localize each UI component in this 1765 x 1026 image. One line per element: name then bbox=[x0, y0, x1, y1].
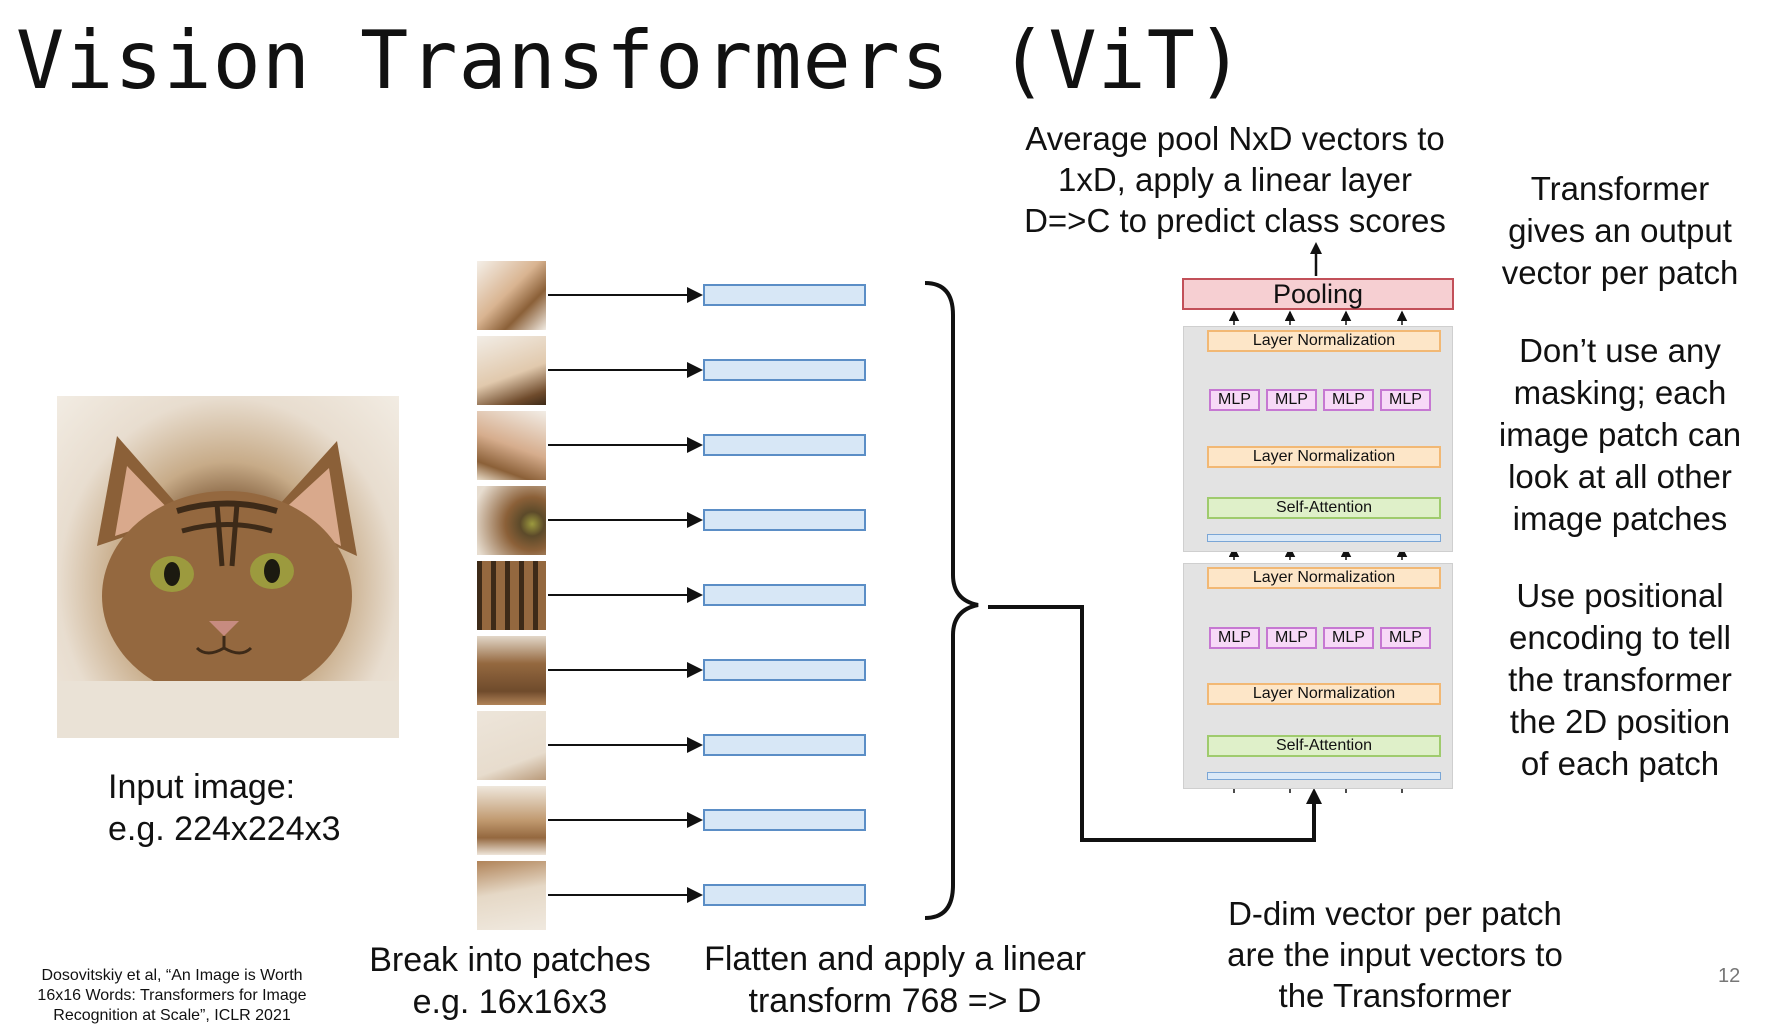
patches-caption-line2: e.g. 16x16x3 bbox=[412, 983, 608, 1021]
layer-norm-box: Layer Normalization bbox=[1207, 330, 1441, 352]
dvec-caption: D-dim vector per patch are the input vec… bbox=[1180, 893, 1610, 1016]
input-caption-line1: Input image: bbox=[108, 768, 296, 806]
note-output-vector: Transformer gives an output vector per p… bbox=[1480, 168, 1760, 294]
mlp-box: MLP bbox=[1266, 389, 1317, 411]
citation-line3: Recognition at Scale”, ICLR 2021 bbox=[53, 1007, 291, 1024]
patches-caption: Break into patches e.g. 16x16x3 bbox=[360, 939, 660, 1023]
patch-4 bbox=[477, 486, 546, 555]
pool-caption-line1: Average pool NxD vectors to bbox=[1025, 120, 1445, 157]
note2-line4: look at all other bbox=[1508, 458, 1732, 495]
flatten-caption: Flatten and apply a linear transform 768… bbox=[690, 938, 1100, 1022]
patches-caption-line1: Break into patches bbox=[369, 941, 651, 979]
flatten-caption-line1: Flatten and apply a linear bbox=[704, 940, 1086, 978]
mlp-box: MLP bbox=[1323, 389, 1374, 411]
patch-9 bbox=[477, 861, 546, 930]
input-caption-line2: e.g. 224x224x3 bbox=[108, 810, 341, 848]
mlp-box: MLP bbox=[1209, 627, 1260, 649]
pooling-box: Pooling bbox=[1182, 278, 1454, 310]
mlp-box: MLP bbox=[1209, 389, 1260, 411]
patch-8 bbox=[477, 786, 546, 855]
page-number: 12 bbox=[1718, 965, 1741, 987]
note2-line3: image patch can bbox=[1498, 416, 1742, 453]
patch-vector-2 bbox=[703, 359, 866, 381]
layer-norm-box: Layer Normalization bbox=[1207, 446, 1441, 468]
patch-1 bbox=[477, 261, 546, 330]
curly-brace bbox=[924, 281, 979, 920]
citation-line1: Dosovitskiy et al, “An Image is Worth bbox=[41, 967, 303, 984]
mlp-box: MLP bbox=[1323, 627, 1374, 649]
block-input-bar bbox=[1207, 534, 1441, 542]
patch-2 bbox=[477, 336, 546, 405]
patch-vector-9 bbox=[703, 884, 866, 906]
mlp-box: MLP bbox=[1380, 627, 1431, 649]
note2-line1: Don’t use any bbox=[1519, 332, 1721, 369]
note-positional-encoding: Use positional encoding to tell the tran… bbox=[1480, 575, 1760, 785]
dvec-caption-line3: the Transformer bbox=[1278, 977, 1512, 1014]
pool-caption-line3: D=>C to predict class scores bbox=[1024, 202, 1446, 239]
layer-norm-box: Layer Normalization bbox=[1207, 683, 1441, 705]
flatten-caption-line2: transform 768 => D bbox=[748, 982, 1042, 1020]
input-image-caption: Input image: e.g. 224x224x3 bbox=[108, 766, 341, 850]
layer-norm-box: Layer Normalization bbox=[1207, 567, 1441, 589]
note1-line3: vector per patch bbox=[1501, 254, 1739, 291]
patch-6 bbox=[477, 636, 546, 705]
patch-vector-5 bbox=[703, 584, 866, 606]
self-attention-box: Self-Attention bbox=[1207, 735, 1441, 757]
patch-vector-3 bbox=[703, 434, 866, 456]
block-input-bar bbox=[1207, 772, 1441, 780]
note3-line3: the transformer bbox=[1508, 661, 1732, 698]
input-cat-image bbox=[57, 396, 399, 738]
note1-line2: gives an output bbox=[1508, 212, 1732, 249]
patch-7 bbox=[477, 711, 546, 780]
patch-vector-1 bbox=[703, 284, 866, 306]
patch-vector-4 bbox=[703, 509, 866, 531]
patch-5 bbox=[477, 561, 546, 630]
patch-3 bbox=[477, 411, 546, 480]
note3-line2: encoding to tell bbox=[1509, 619, 1731, 656]
patch-vector-7 bbox=[703, 734, 866, 756]
citation: Dosovitskiy et al, “An Image is Worth 16… bbox=[12, 966, 332, 1026]
note1-line1: Transformer bbox=[1530, 170, 1710, 207]
citation-line2: 16x16 Words: Transformers for Image bbox=[37, 987, 307, 1004]
dvec-caption-line1: D-dim vector per patch bbox=[1228, 895, 1562, 932]
mlp-box: MLP bbox=[1380, 389, 1431, 411]
note2-line5: image patches bbox=[1512, 500, 1728, 537]
note2-line2: masking; each bbox=[1513, 374, 1727, 411]
patch-vector-6 bbox=[703, 659, 866, 681]
note-no-masking: Don’t use any masking; each image patch … bbox=[1480, 330, 1760, 540]
note3-line5: of each patch bbox=[1520, 745, 1720, 782]
note3-line1: Use positional bbox=[1516, 577, 1724, 614]
patch-vector-8 bbox=[703, 809, 866, 831]
pool-caption-line2: 1xD, apply a linear layer bbox=[1057, 161, 1412, 198]
mlp-box: MLP bbox=[1266, 627, 1317, 649]
pool-caption: Average pool NxD vectors to 1xD, apply a… bbox=[1000, 118, 1470, 241]
dvec-caption-line2: are the input vectors to bbox=[1227, 936, 1563, 973]
note3-line4: the 2D position bbox=[1509, 703, 1731, 740]
self-attention-box: Self-Attention bbox=[1207, 497, 1441, 519]
slide-title: Vision Transformers (ViT) bbox=[16, 14, 1246, 107]
